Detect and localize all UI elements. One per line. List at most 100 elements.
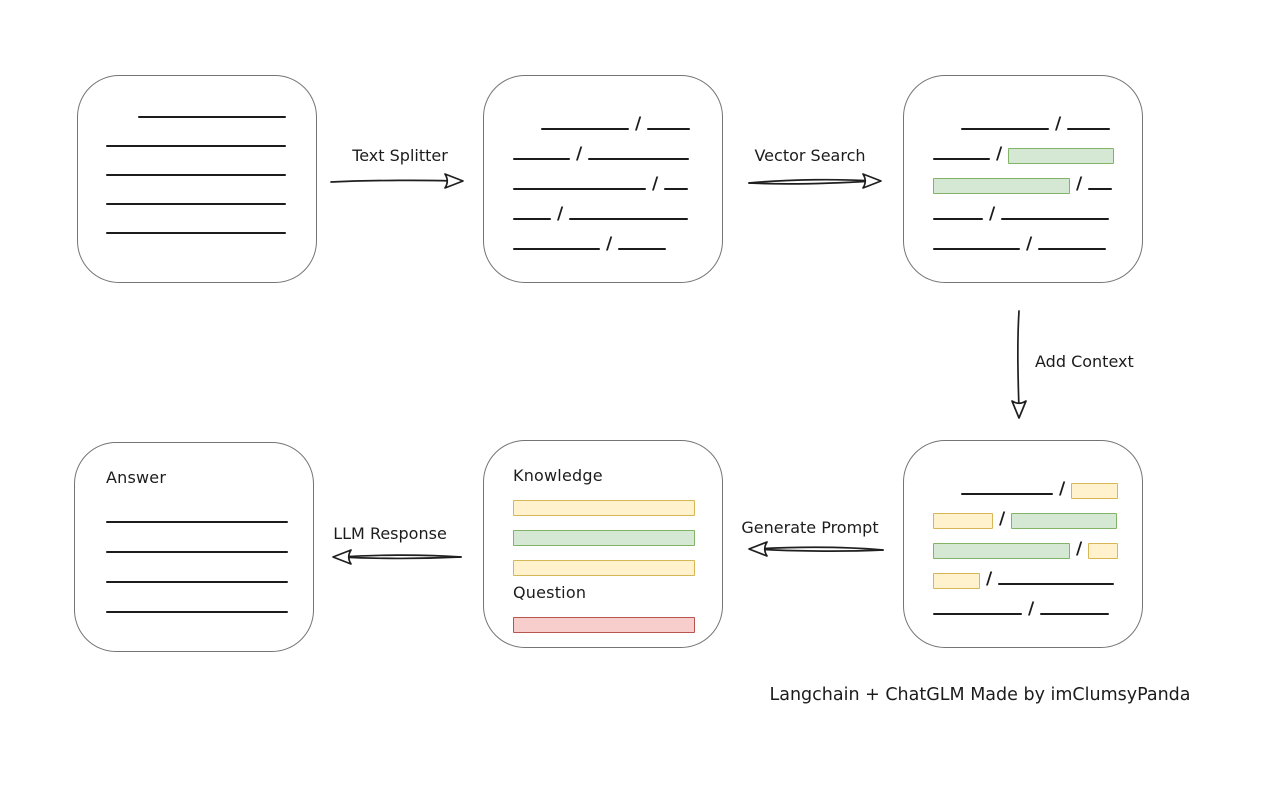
- segment-row: [106, 151, 316, 180]
- text-line: [106, 203, 286, 205]
- text-line: [1040, 613, 1110, 615]
- text-line: [1088, 188, 1113, 190]
- text-line: [588, 158, 690, 160]
- text-line: [933, 613, 1022, 615]
- text-line: [513, 188, 646, 190]
- add-context-arrow: [1011, 310, 1027, 419]
- segment-row: /: [513, 164, 722, 194]
- slash-separator: /: [635, 114, 642, 134]
- yellow-chunk: [513, 560, 695, 576]
- text-line: [618, 248, 667, 250]
- text-line: [106, 611, 288, 613]
- segment-row: /: [933, 224, 1142, 254]
- slash-separator: /: [576, 144, 583, 164]
- question-label: Question: [513, 583, 587, 602]
- text-line: [1038, 248, 1107, 250]
- yellow-chunk: [1088, 543, 1119, 559]
- text-line: [106, 145, 286, 147]
- vector-search-label: Vector Search: [754, 146, 866, 165]
- segment-row: /: [933, 194, 1142, 224]
- segment-row: /: [513, 134, 722, 164]
- segment-row: [106, 180, 316, 209]
- slash-separator: /: [989, 204, 996, 224]
- segment-row: /: [513, 224, 722, 254]
- segment-row: [106, 527, 313, 557]
- knowledge-bars: [513, 486, 722, 576]
- segment-row: /: [933, 529, 1142, 559]
- green-chunk: [1011, 513, 1118, 529]
- prompt-box: Knowledge Question: [483, 440, 723, 648]
- green-chunk: [513, 530, 695, 546]
- llm-response-arrow: [332, 549, 462, 565]
- text-line: [664, 188, 689, 190]
- text-line: [138, 116, 286, 118]
- text-line: [998, 583, 1115, 585]
- slash-separator: /: [1076, 174, 1083, 194]
- text-line: [961, 493, 1053, 495]
- segment-row: /: [933, 164, 1142, 194]
- document-box: [77, 75, 317, 283]
- generate-prompt-label: Generate Prompt: [741, 518, 879, 537]
- slash-separator: /: [1028, 599, 1035, 619]
- yellow-chunk: [1071, 483, 1119, 499]
- segment-row: /: [933, 104, 1142, 134]
- yellow-chunk: [933, 573, 980, 589]
- slash-separator: /: [986, 569, 993, 589]
- segment-row: [513, 486, 722, 516]
- segment-row: [106, 122, 316, 151]
- red-chunk: [513, 617, 695, 633]
- segment-row: [513, 603, 722, 633]
- text-line: [106, 581, 288, 583]
- segment-row: [106, 93, 316, 122]
- yellow-chunk: [933, 513, 993, 529]
- green-chunk: [933, 543, 1070, 559]
- text-line: [933, 158, 990, 160]
- segment-row: [106, 557, 313, 587]
- slash-separator: /: [1059, 479, 1066, 499]
- slash-separator: /: [557, 204, 564, 224]
- slash-separator: /: [652, 174, 659, 194]
- text-splitter-label: Text Splitter: [352, 146, 448, 165]
- slash-separator: /: [996, 144, 1003, 164]
- slash-separator: /: [1026, 234, 1033, 254]
- text-line: [541, 128, 629, 130]
- context-chunk-lines: /////: [904, 441, 1142, 619]
- text-line: [1001, 218, 1110, 220]
- segment-row: /: [933, 499, 1142, 529]
- knowledge-label: Knowledge: [513, 466, 603, 485]
- text-line: [933, 248, 1020, 250]
- answer-lines: [106, 497, 313, 617]
- answer-label: Answer: [106, 468, 167, 487]
- slash-separator: /: [1055, 114, 1062, 134]
- text-line: [569, 218, 689, 220]
- answer-box: Answer: [74, 442, 314, 652]
- text-line: [933, 218, 983, 220]
- text-line: [513, 248, 600, 250]
- green-chunk: [933, 178, 1070, 194]
- text-line: [106, 174, 286, 176]
- vector-matches-box: / / / / /: [903, 75, 1143, 283]
- segment-row: [513, 546, 722, 576]
- slash-separator: /: [999, 509, 1006, 529]
- text-splitter-arrow: [330, 173, 464, 189]
- generate-prompt-arrow: [748, 541, 884, 557]
- segment-row: [106, 209, 316, 238]
- segment-row: /: [933, 589, 1142, 619]
- document-lines: [78, 76, 316, 238]
- add-context-label: Add Context: [1035, 352, 1134, 371]
- text-line: [961, 128, 1049, 130]
- segment-row: /: [933, 134, 1142, 164]
- text-line: [106, 232, 286, 234]
- context-chunks-box: /////: [903, 440, 1143, 648]
- text-line: [513, 218, 551, 220]
- diagram-caption: Langchain + ChatGLM Made by imClumsyPand…: [769, 685, 1191, 705]
- question-bar: [513, 603, 722, 633]
- segment-row: [106, 587, 313, 617]
- segment-row: /: [933, 559, 1142, 589]
- vector-search-arrow: [748, 173, 882, 189]
- split-chunk-lines: / / / / /: [484, 76, 722, 254]
- text-line: [647, 128, 691, 130]
- split-chunks-box: / / / / /: [483, 75, 723, 283]
- slash-separator: /: [606, 234, 613, 254]
